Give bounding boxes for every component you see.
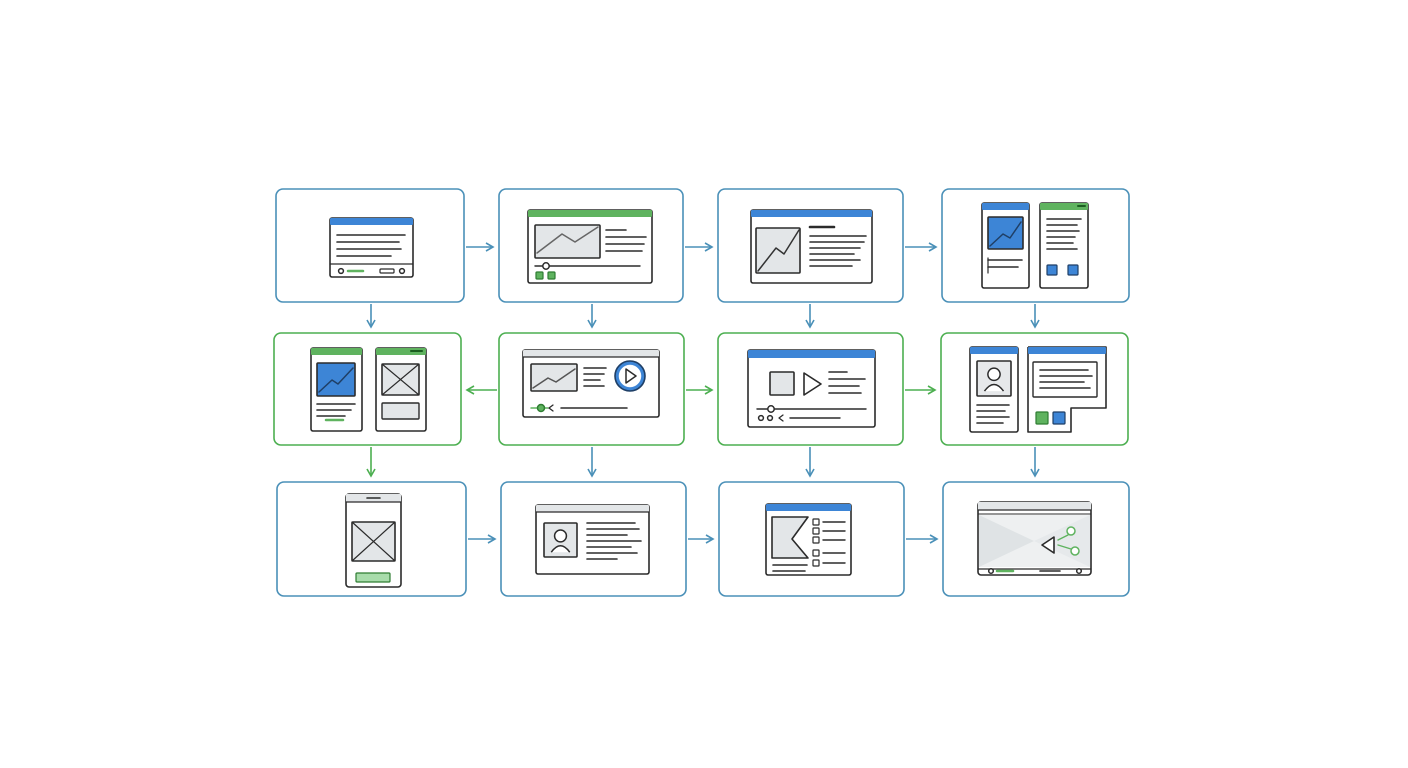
header-bar bbox=[751, 210, 872, 217]
screen-11-wireframe bbox=[765, 503, 852, 576]
wire-rect bbox=[530, 363, 578, 392]
header-bar bbox=[523, 350, 659, 357]
green-square bbox=[1035, 411, 1049, 425]
header-bar bbox=[376, 348, 426, 355]
checkbox bbox=[812, 518, 820, 526]
header-bar bbox=[982, 203, 1029, 210]
volume-icon bbox=[548, 404, 554, 412]
wire-rect bbox=[534, 224, 601, 259]
chart-line bbox=[532, 368, 576, 389]
header-bar bbox=[536, 505, 649, 512]
screen-2-wireframe bbox=[527, 209, 653, 284]
media-facet bbox=[979, 515, 1034, 567]
green-square bbox=[547, 271, 556, 280]
screen-1-wireframe bbox=[329, 217, 414, 278]
back-triangle-icon bbox=[1041, 536, 1055, 554]
cross-line bbox=[381, 363, 420, 396]
blue-square bbox=[1052, 411, 1066, 425]
user-avatar-icon bbox=[543, 522, 578, 558]
avatar-body bbox=[550, 545, 571, 553]
chart-line bbox=[318, 367, 354, 393]
header-bar bbox=[766, 504, 851, 511]
content-card bbox=[1032, 361, 1098, 398]
wire-rect bbox=[987, 216, 1024, 250]
dot bbox=[987, 567, 995, 575]
flag-shape bbox=[771, 516, 809, 559]
checkbox bbox=[812, 527, 820, 535]
screen-3-wireframe bbox=[750, 209, 873, 284]
blue-square bbox=[1046, 264, 1058, 276]
play-button-icon bbox=[614, 360, 646, 392]
image-placeholder-icon bbox=[381, 363, 420, 396]
dot bbox=[757, 414, 765, 422]
dot bbox=[1075, 567, 1083, 575]
share-link bbox=[1057, 534, 1069, 541]
green-square bbox=[535, 271, 544, 280]
wire-rect bbox=[755, 227, 801, 274]
screen-7-wireframe bbox=[747, 349, 876, 428]
header-bar bbox=[970, 347, 1018, 354]
header-bar bbox=[330, 218, 413, 225]
header-bar bbox=[311, 348, 362, 355]
chart-icon bbox=[316, 362, 356, 397]
avatar-head bbox=[553, 529, 568, 543]
wire-rect bbox=[316, 362, 356, 397]
screen-6-wireframe bbox=[522, 349, 660, 418]
user-avatar-icon bbox=[976, 360, 1012, 397]
screen-5-frame bbox=[273, 332, 462, 446]
chart-line bbox=[989, 221, 1022, 247]
dot bbox=[542, 262, 550, 270]
wire-rect bbox=[329, 217, 414, 278]
chart-line bbox=[757, 229, 800, 272]
header-bar bbox=[1028, 347, 1106, 354]
checkbox bbox=[812, 536, 820, 544]
cross-line bbox=[351, 521, 396, 562]
small-button bbox=[379, 268, 395, 274]
volume-icon bbox=[778, 414, 784, 422]
share-node bbox=[1070, 546, 1080, 556]
share-link bbox=[1057, 544, 1072, 550]
dot bbox=[766, 414, 774, 422]
checkbox bbox=[812, 549, 820, 557]
screen-5-wireframe bbox=[310, 347, 427, 432]
chart-line bbox=[536, 226, 599, 254]
scrub-handle bbox=[536, 403, 546, 413]
blue-square bbox=[1067, 264, 1079, 276]
share-node bbox=[1066, 526, 1076, 536]
chart-icon bbox=[755, 227, 801, 274]
screen-4-frame bbox=[941, 188, 1130, 303]
wireframe-layer bbox=[310, 202, 1107, 588]
dot bbox=[398, 267, 406, 275]
chart-icon bbox=[987, 216, 1024, 250]
chart-icon bbox=[530, 363, 578, 392]
dot bbox=[337, 267, 345, 275]
screen-12-wireframe bbox=[977, 501, 1092, 576]
header-bar bbox=[978, 502, 1091, 510]
dot bbox=[767, 405, 775, 413]
screen-4-wireframe bbox=[981, 202, 1089, 289]
avatar-body bbox=[983, 383, 1005, 392]
header-bar bbox=[748, 350, 875, 358]
play-triangle-icon bbox=[803, 372, 822, 396]
media-thumbnail bbox=[769, 371, 795, 396]
checkbox bbox=[812, 559, 820, 567]
avatar-head bbox=[987, 367, 1001, 382]
cta-button bbox=[355, 572, 391, 583]
play-triangle bbox=[625, 368, 637, 384]
screen-10-wireframe bbox=[535, 504, 650, 575]
image-placeholder-icon bbox=[351, 521, 396, 562]
header-bar bbox=[1040, 203, 1088, 210]
header-bar bbox=[528, 210, 652, 217]
placeholder-box bbox=[381, 402, 420, 420]
screen-9-wireframe bbox=[345, 493, 402, 588]
chart-icon bbox=[534, 224, 601, 259]
arrow-layer bbox=[366, 242, 1040, 544]
screen-8-wireframe bbox=[969, 346, 1107, 433]
